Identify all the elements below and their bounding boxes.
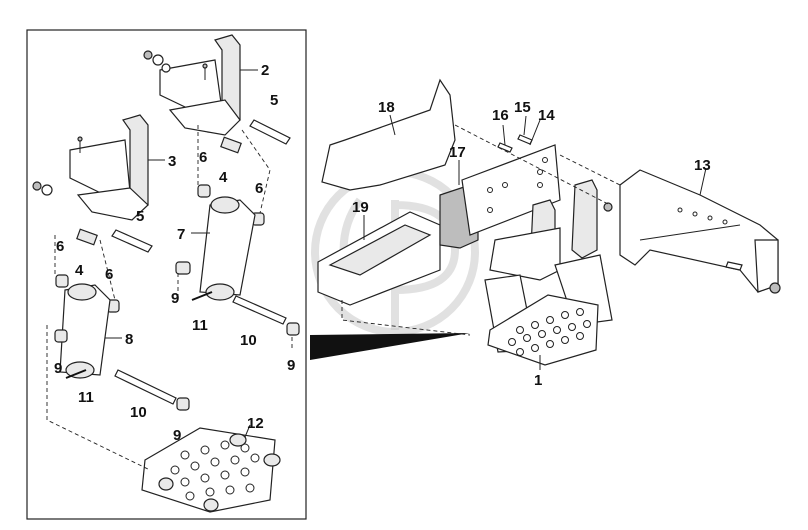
callout-2: 2	[261, 62, 269, 79]
bushings-6	[55, 184, 265, 313]
shaft-lower	[114, 369, 177, 405]
callout-16: 16	[492, 107, 509, 124]
detail-frame	[26, 29, 307, 520]
callout-5-upper: 5	[270, 92, 278, 109]
clip-lower	[76, 228, 98, 246]
bolts-15-16	[497, 134, 533, 153]
callout-11-a: 11	[192, 317, 208, 334]
assembly-guides-right	[341, 124, 621, 336]
assembly-guides-left	[46, 125, 293, 471]
clip-upper	[220, 136, 242, 154]
callout-9-b: 9	[287, 357, 295, 374]
step-plate-12	[141, 427, 281, 513]
pin-lower	[65, 369, 87, 379]
fasteners-left	[32, 50, 208, 196]
callout-14: 14	[538, 107, 555, 124]
bracket-upper	[159, 34, 241, 136]
callout-5-lower: 5	[136, 208, 144, 225]
callout-6-a: 6	[199, 149, 207, 166]
bushings-9	[54, 261, 300, 411]
callout-18: 18	[378, 99, 395, 116]
callout-7: 7	[177, 226, 185, 243]
linkage-7	[199, 196, 256, 301]
cover-18	[321, 78, 456, 191]
tray-19	[317, 211, 441, 306]
callout-10-a: 10	[240, 332, 257, 349]
callout-8: 8	[125, 331, 133, 348]
callout-9-a: 9	[171, 290, 179, 307]
step-assembly-1	[484, 179, 613, 366]
callout-13: 13	[694, 157, 711, 174]
callout-6-d: 6	[105, 266, 113, 283]
callout-1: 1	[534, 372, 542, 389]
callout-10-b: 10	[130, 404, 147, 421]
callout-4-lower: 4	[75, 262, 84, 279]
linkage-8	[59, 283, 111, 379]
pin-upper	[191, 291, 213, 301]
callout-3: 3	[168, 153, 176, 170]
shaft-upper	[232, 295, 287, 325]
detail-pointer-arrow	[310, 333, 470, 360]
callout-9-d: 9	[173, 427, 181, 444]
callout-19: 19	[352, 199, 369, 216]
callout-6-c: 6	[56, 238, 64, 255]
callout-17: 17	[449, 144, 466, 161]
leader-lines	[105, 69, 707, 438]
callout-11-b: 11	[78, 389, 94, 406]
callout-6-b: 6	[255, 180, 263, 197]
mount-plate-14	[461, 144, 561, 236]
bracket-lower	[69, 114, 149, 221]
callout-15: 15	[514, 99, 531, 116]
callout-12: 12	[247, 415, 264, 432]
callout-4-upper: 4	[219, 169, 228, 186]
callout-9-c: 9	[54, 360, 62, 377]
bracket-arm-13	[619, 169, 781, 294]
pins-5	[111, 119, 291, 253]
